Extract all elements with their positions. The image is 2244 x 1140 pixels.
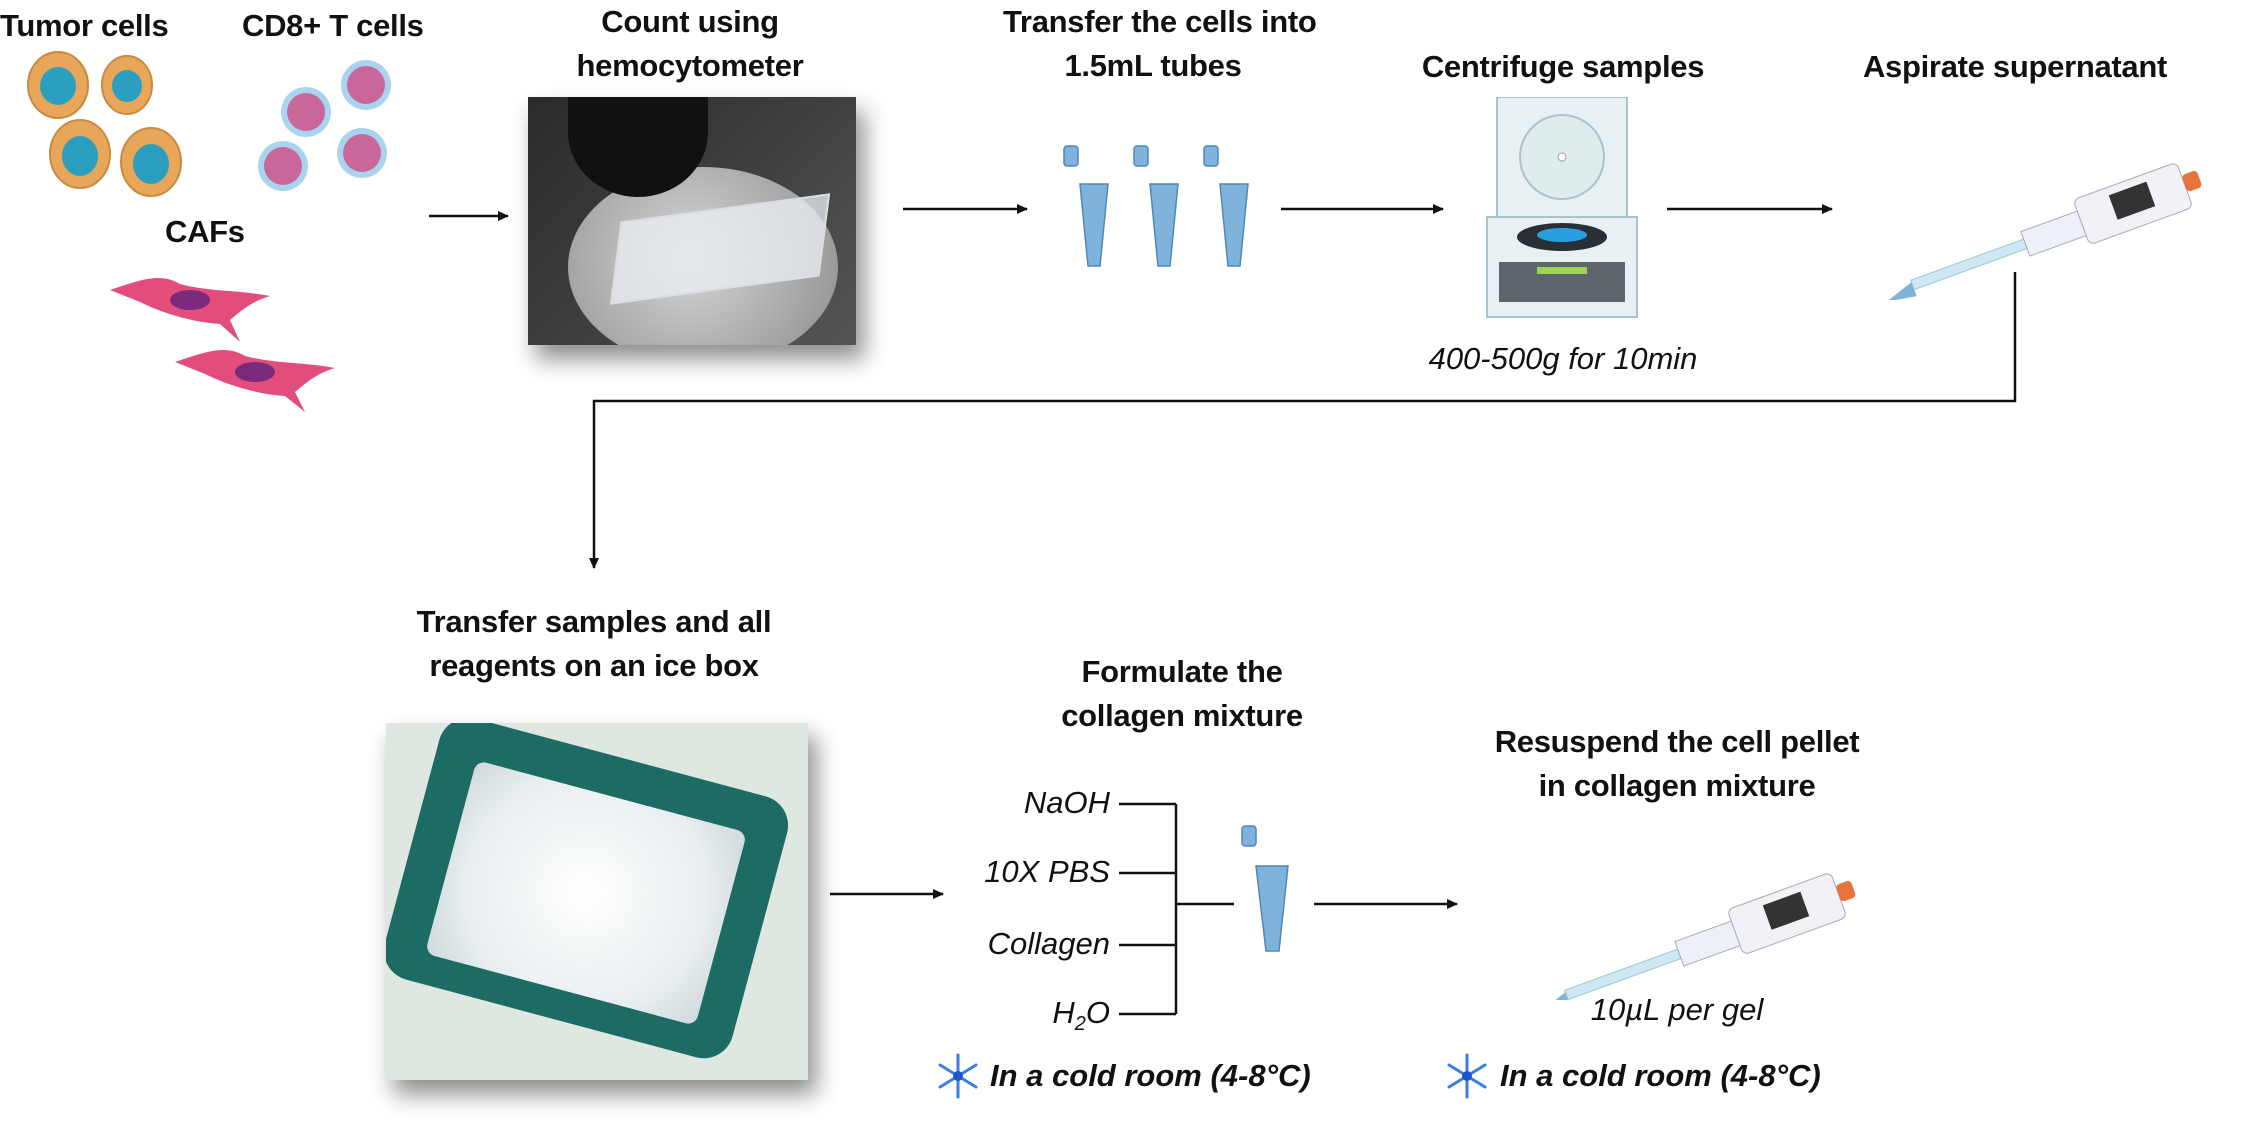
reagent-10x-pbs: 10X PBS xyxy=(984,854,1110,889)
transfer-tubes-step-title: Transfer the cells into 1.5mL tubes xyxy=(1003,0,1317,88)
hemocytometer-photo xyxy=(528,97,856,345)
snowflake-icon xyxy=(938,1053,978,1099)
tumor-cells-label: Tumor cells xyxy=(0,8,169,43)
resuspend-step-title: Resuspend the cell pellet in collagen mi… xyxy=(1477,720,1877,808)
resuspend-condition: In a cold room (4-8°C) xyxy=(1500,1058,1821,1093)
centrifuge-step-title: Centrifuge samples xyxy=(1421,49,1705,84)
cd8-t-cells-icon xyxy=(258,60,391,191)
cd8-t-cells-label: CD8+ T cells xyxy=(242,8,424,43)
count-title-line1: Count using xyxy=(601,4,779,39)
centrifuge-note: 400-500g for 10min xyxy=(1428,341,1698,376)
ice-box-title-line1: Transfer samples and all xyxy=(416,604,772,639)
count-step-title: Count using hemocytometer xyxy=(540,0,840,88)
cafs-icon xyxy=(110,277,335,412)
centrifuge-icon xyxy=(1486,97,1638,318)
count-title-line2: hemocytometer xyxy=(576,48,804,83)
formulate-title-line2: collagen mixture xyxy=(1061,698,1303,733)
pipette-icon xyxy=(1886,163,2202,300)
mixing-tube-icon xyxy=(1241,825,1289,952)
aspirate-step-title: Aspirate supernatant xyxy=(1862,49,2168,84)
snowflake-icon xyxy=(1447,1053,1487,1099)
transfer-tubes-title-line1: Transfer the cells into xyxy=(1003,4,1317,39)
reagent-water: H2O xyxy=(1052,995,1110,1036)
microtubes-icon xyxy=(1063,145,1249,267)
formulate-step-title: Formulate the collagen mixture xyxy=(1032,650,1332,738)
resuspend-note: 10µL per gel xyxy=(1590,992,1764,1027)
tumor-cells-icon xyxy=(27,51,182,197)
formulate-condition: In a cold room (4-8°C) xyxy=(990,1058,1311,1093)
reagent-naoh: NaOH xyxy=(1023,785,1110,820)
cafs-label: CAFs xyxy=(165,214,245,249)
transfer-tubes-title-line2: 1.5mL tubes xyxy=(1064,48,1242,83)
formulate-title-line1: Formulate the xyxy=(1081,654,1283,689)
ice-box-title-line2: reagents on an ice box xyxy=(429,648,759,683)
reagent-bracket xyxy=(1119,802,1234,1016)
reagent-collagen: Collagen xyxy=(987,926,1110,961)
ice-box-photo xyxy=(386,723,808,1080)
ice-box-step-title: Transfer samples and all reagents on an … xyxy=(414,600,774,688)
connector-row1-to-row2 xyxy=(589,272,2017,569)
resuspend-title-line2: in collagen mixture xyxy=(1538,768,1816,803)
resuspend-title-line1: Resuspend the cell pellet xyxy=(1494,724,1860,759)
pipette-resuspend-icon xyxy=(1540,873,1856,1000)
